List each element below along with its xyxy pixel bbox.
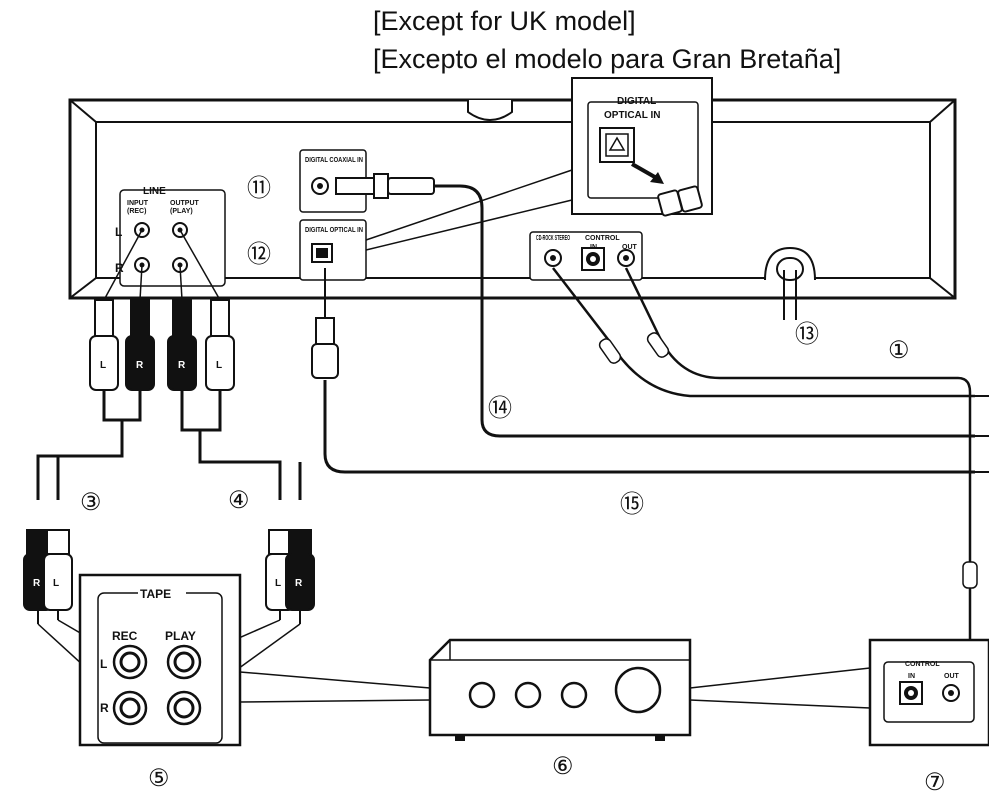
control-label: CONTROL	[585, 235, 620, 242]
callout-12: ⑫	[247, 241, 271, 268]
callout-5: ⑤	[148, 765, 170, 792]
optical-plug	[311, 268, 339, 379]
callout-13: ⑬	[795, 321, 819, 348]
line-input-sub: (REC)	[127, 208, 146, 215]
deck-right-label: R	[100, 701, 109, 715]
cable-harnesses	[36, 390, 302, 500]
header-line-2: [Excepto el modelo para Gran Bretaña]	[373, 44, 841, 74]
play-label: PLAY	[165, 629, 196, 643]
amplifier	[239, 638, 871, 741]
device7-out-label: OUT	[944, 673, 960, 680]
plug-bottom-2-label: L	[53, 578, 59, 589]
plug-bottom-1-label: R	[33, 578, 41, 589]
callout-14: ⑭	[488, 395, 512, 422]
line-left-label: L	[115, 225, 122, 239]
digital-optical-in: DIGITAL OPTICAL IN	[299, 219, 367, 281]
callout-7: ⑦	[924, 769, 946, 796]
callout-15: ⑮	[620, 491, 644, 518]
line-right-label: R	[115, 261, 124, 275]
device7-control-label: CONTROL	[905, 661, 940, 668]
line-output-label: OUTPUT	[170, 200, 200, 207]
control-out-label: OUT	[622, 244, 638, 251]
callout-4: ④	[228, 487, 250, 514]
line-output-sub: (PLAY)	[170, 208, 193, 215]
power-cord	[764, 246, 816, 320]
plug-bottom-3-label: L	[275, 578, 281, 589]
coaxial-cable	[459, 184, 975, 438]
callout-6: ⑥	[552, 753, 574, 780]
device7-in-label: IN	[908, 673, 915, 680]
rec-label: REC	[112, 629, 138, 643]
plug-top-3-label: R	[178, 360, 186, 371]
deck-left-label: L	[100, 657, 107, 671]
control-jack-group: CD-ROCK STEREO CONTROL IN OUT	[529, 231, 643, 281]
plug-top-4-label: L	[216, 360, 222, 371]
control-device: CONTROL IN OUT	[868, 638, 989, 747]
plug-top-1-label: L	[100, 360, 106, 371]
header-line-1: [Except for UK model]	[373, 6, 636, 36]
plug-bottom-4-label: R	[295, 578, 303, 589]
optical-label: DIGITAL OPTICAL IN	[305, 227, 363, 234]
callout-1: ①	[888, 337, 910, 364]
plug-top-2-label: R	[136, 360, 144, 371]
coaxial-plug	[335, 173, 460, 199]
inset-title-2: OPTICAL IN	[604, 110, 660, 121]
line-jack-group: LINE INPUT (REC) OUTPUT (PLAY) L R	[115, 186, 226, 287]
optical-inset: DIGITAL OPTICAL IN	[571, 77, 713, 217]
line-plugs-top: L R R L	[89, 229, 235, 391]
callout-3: ③	[80, 489, 102, 516]
digital-coaxial-in: DIGITAL COAXIAL IN	[299, 149, 367, 213]
line-input-label: INPUT	[127, 200, 149, 207]
optical-cable	[323, 380, 975, 474]
coaxial-label: DIGITAL COAXIAL IN	[305, 157, 363, 164]
inset-title-1: DIGITAL	[617, 96, 656, 107]
cd-rock-label: CD-ROCK STEREO	[536, 235, 570, 242]
line-title: LINE	[143, 186, 166, 197]
control-cable	[624, 267, 972, 668]
tape-label: TAPE	[140, 587, 171, 601]
rear-panel	[68, 98, 957, 300]
callout-11: ⑪	[247, 175, 271, 202]
tape-deck: TAPE REC PLAY L R	[78, 573, 242, 747]
